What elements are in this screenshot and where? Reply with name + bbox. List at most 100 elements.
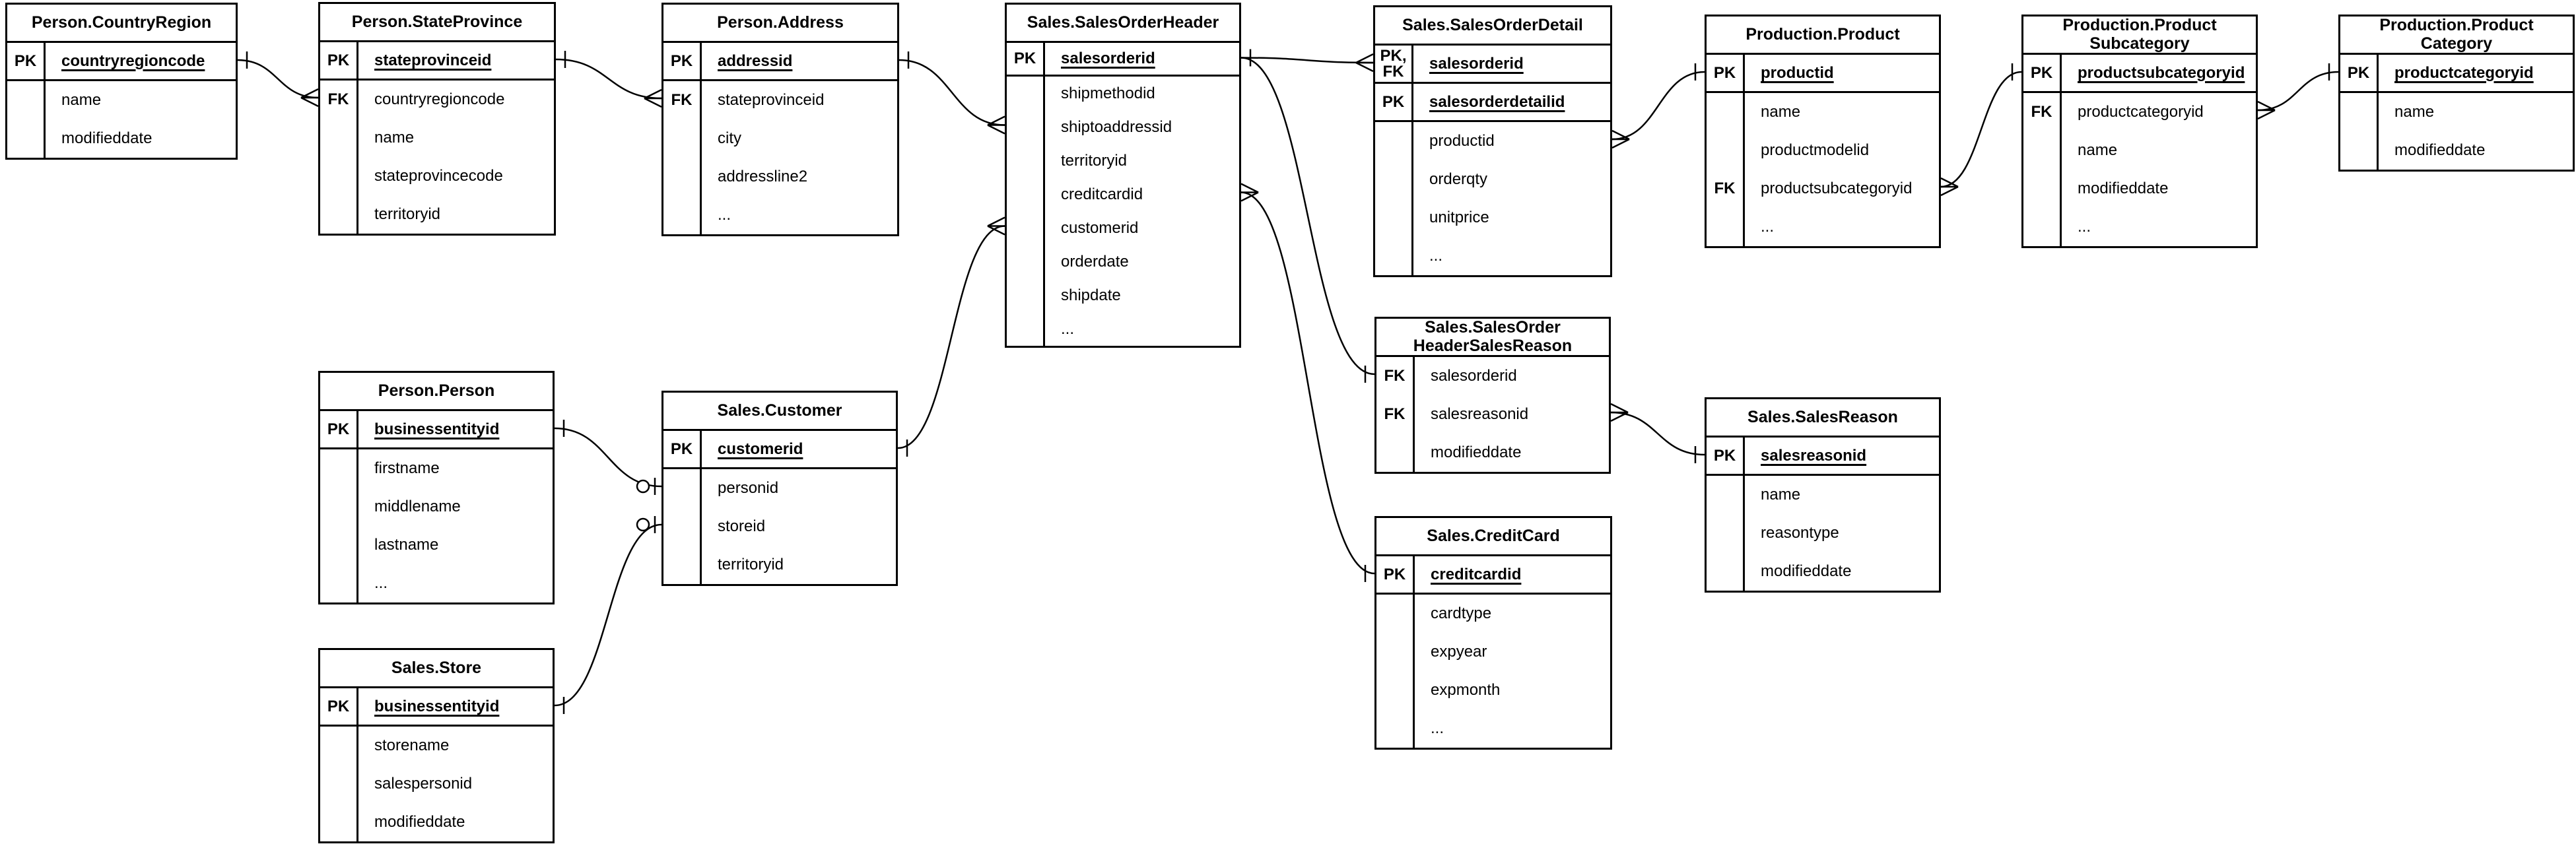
table-row: storeid — [663, 507, 896, 546]
key-label — [1375, 122, 1413, 160]
table-title: Sales.SalesOrder HeaderSalesReason — [1376, 318, 1609, 357]
table-row: name — [1707, 93, 1939, 131]
table-row: PK creditcardid — [1376, 556, 1610, 595]
table-title: Production.Product Category — [2340, 16, 2573, 55]
table-row: reasontype — [1707, 514, 1939, 552]
key-label — [1007, 77, 1045, 110]
key-label — [1707, 131, 1745, 170]
table-row: stateprovincecode — [320, 157, 554, 195]
key-label: PK, FK — [1375, 46, 1413, 82]
table-row: territoryid — [320, 195, 554, 234]
column-name: stateprovinceid — [718, 91, 825, 109]
table-title: Person.Person — [320, 373, 553, 411]
column-name: name — [2394, 103, 2435, 121]
column-name: name — [1761, 103, 1801, 121]
column-name: territoryid — [718, 556, 784, 573]
table-row: ... — [2023, 208, 2256, 246]
column-name: personid — [718, 479, 779, 497]
table-row: salespersonid — [320, 765, 553, 803]
key-label: PK — [320, 688, 358, 725]
table-title: Sales.CreditCard — [1376, 518, 1610, 556]
column-name: salesorderid — [1429, 54, 1524, 73]
many-crowfoot-marker — [987, 115, 1005, 135]
key-label — [320, 564, 358, 602]
table-row: PK, FK salesorderid — [1375, 46, 1610, 84]
key-label: PK — [1376, 556, 1415, 593]
table-row: modifieddate — [2023, 170, 2256, 208]
table-title: Sales.SalesOrderHeader — [1007, 5, 1239, 43]
many-crowfoot-marker — [644, 88, 662, 108]
key-label — [1007, 245, 1045, 278]
key-label: PK — [1007, 43, 1045, 75]
connector-salesorderheader-salesorderdetail — [1240, 57, 1374, 64]
key-label — [663, 119, 702, 158]
connector-address-salesorderheader — [898, 59, 1005, 126]
column-name: lastname — [374, 536, 439, 554]
key-label: PK — [1375, 84, 1413, 120]
key-label — [7, 119, 46, 158]
column-name: addressline2 — [718, 168, 808, 185]
table-row: expmonth — [1376, 671, 1610, 709]
key-label: PK — [663, 43, 702, 79]
column-name: productid — [1761, 63, 1834, 82]
table-row: territoryid — [663, 546, 896, 584]
column-name: stateprovincecode — [374, 167, 503, 185]
column-name: modifieddate — [1431, 443, 1522, 461]
key-label: FK — [320, 81, 358, 119]
key-label — [2023, 131, 2062, 170]
table-title: Production.Product — [1707, 16, 1939, 55]
table-title: Sales.Store — [320, 650, 553, 688]
key-label — [663, 507, 702, 546]
connector-stateprovince-address — [555, 58, 662, 100]
column-name: name — [1761, 486, 1801, 504]
column-name: middlename — [374, 498, 461, 515]
key-label: PK — [663, 431, 702, 467]
key-label — [2340, 93, 2379, 131]
table-row: ... — [1007, 312, 1239, 346]
key-label — [1376, 671, 1415, 709]
column-name: ... — [1761, 218, 1775, 236]
connector-salesorderdetail-product — [1611, 71, 1705, 141]
column-name: storename — [374, 736, 450, 754]
key-label: FK — [1707, 170, 1745, 208]
table-row: ... — [1707, 208, 1939, 246]
table-title: Sales.SalesReason — [1707, 399, 1939, 438]
key-label: PK — [7, 43, 46, 79]
column-name: reasontype — [1761, 524, 1839, 542]
column-name: productsubcategoryid — [1761, 179, 1913, 197]
table-row: name — [2023, 131, 2256, 170]
table-row: ... — [1376, 709, 1610, 748]
column-name: modifieddate — [374, 813, 465, 831]
table-row: territoryid — [1007, 144, 1239, 178]
table-row: name — [1707, 476, 1939, 514]
connector-countryregion-stateprovince — [237, 59, 319, 99]
many-crowfoot-marker — [1611, 129, 1630, 149]
column-name: ... — [374, 574, 388, 592]
column-name: creditcardid — [1431, 565, 1522, 583]
table-title: Person.CountryRegion — [7, 5, 236, 43]
key-label — [1375, 237, 1413, 275]
column-name: storeid — [718, 517, 766, 535]
key-label — [1707, 514, 1745, 552]
many-crowfoot-marker — [300, 88, 319, 108]
key-label — [320, 449, 358, 488]
column-name: productmodelid — [1761, 141, 1870, 159]
key-label — [1376, 709, 1415, 748]
key-label — [1007, 110, 1045, 144]
key-label — [1376, 595, 1415, 633]
table-row: middlename — [320, 488, 553, 526]
table-title: Production.Product Subcategory — [2023, 16, 2256, 55]
key-label — [663, 196, 702, 234]
key-label — [1375, 199, 1413, 237]
table-row: customerid — [1007, 211, 1239, 245]
many-crowfoot-marker — [1940, 177, 1959, 197]
